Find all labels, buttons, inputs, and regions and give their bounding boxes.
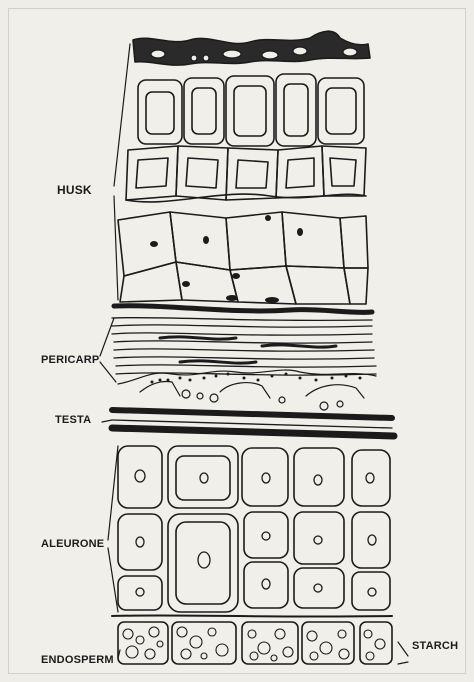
husk-middle-cells [126,146,366,202]
label-leaders [100,44,408,664]
endosperm-cells [118,622,392,664]
starch-granules [123,627,385,661]
husk-upper-cells [138,74,364,146]
label-aleurone: ALEURONE [41,538,104,550]
pericarp-bubbles [182,390,343,410]
aleurone-nuclei [135,470,376,596]
testa-layer-lower [112,428,394,436]
label-endosperm: ENDOSPERM [41,654,114,666]
husk-lower-cells [118,212,368,304]
label-starch: STARCH [412,640,458,652]
husk-base-line [114,306,372,313]
label-testa: TESTA [55,414,91,426]
testa-layer-upper [112,410,392,418]
aleurone-base-line [112,615,392,616]
husk-outer-crust [133,31,370,65]
aleurone-cells [118,446,390,612]
label-husk: HUSK [57,183,92,197]
label-pericarp: PERICARP [41,354,99,366]
